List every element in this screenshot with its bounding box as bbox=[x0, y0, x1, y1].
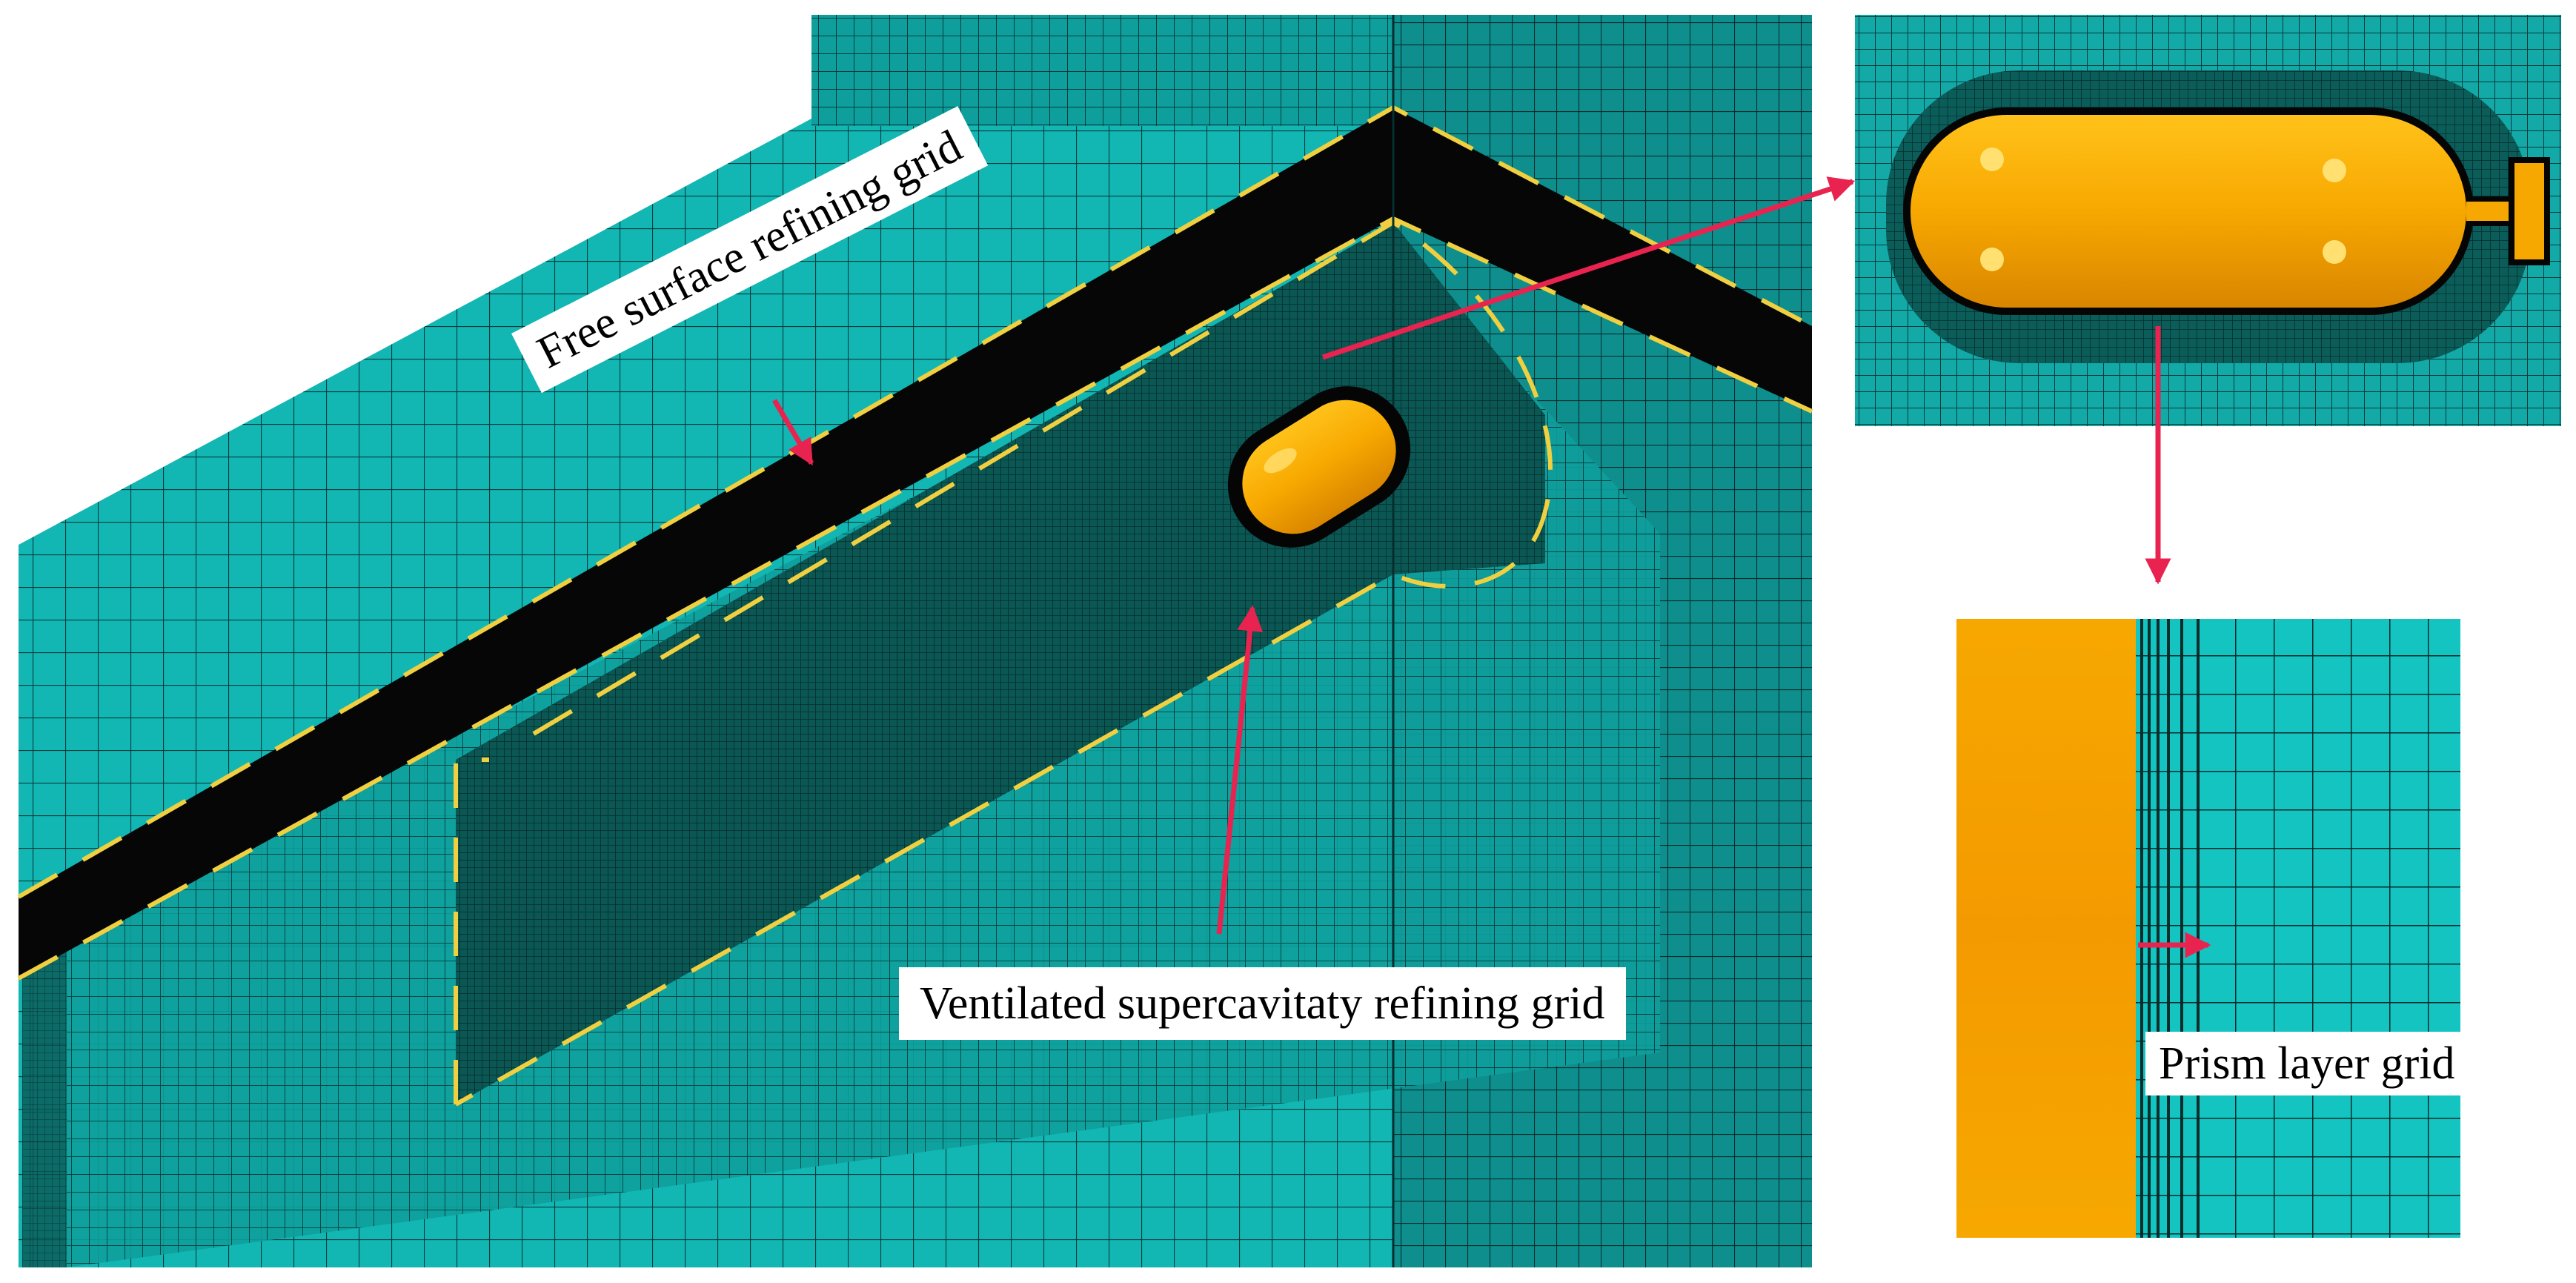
inset-body bbox=[1911, 115, 2466, 308]
annotation-arrows bbox=[771, 176, 2211, 958]
cavity-zone-dash bbox=[454, 219, 1553, 1107]
label-prism-layer: Prism layer grid bbox=[2145, 1032, 2469, 1095]
prism-body bbox=[1956, 619, 2136, 1238]
inset-cavitator-stem-fill bbox=[2466, 202, 2509, 221]
main-mesh-view bbox=[17, 15, 1813, 1267]
dense-left-strip bbox=[22, 941, 67, 1267]
prism-mesh bbox=[2134, 619, 2460, 1238]
prism-layers-lines bbox=[2140, 619, 2200, 1238]
back-top-face bbox=[811, 15, 1393, 126]
arrow-ventilated bbox=[1216, 605, 1264, 935]
arrow-to-inset bbox=[1321, 176, 1856, 360]
inset-cavitator-plate-fill bbox=[2514, 163, 2544, 259]
arrow-free-surface bbox=[771, 399, 814, 466]
label-ventilated-supercavity: Ventilated supercavitaty refining grid bbox=[899, 967, 1626, 1040]
supercavity-body bbox=[1227, 386, 1411, 548]
inset-top-right bbox=[1855, 15, 2561, 426]
inset-prism-layer bbox=[1956, 619, 2460, 1238]
